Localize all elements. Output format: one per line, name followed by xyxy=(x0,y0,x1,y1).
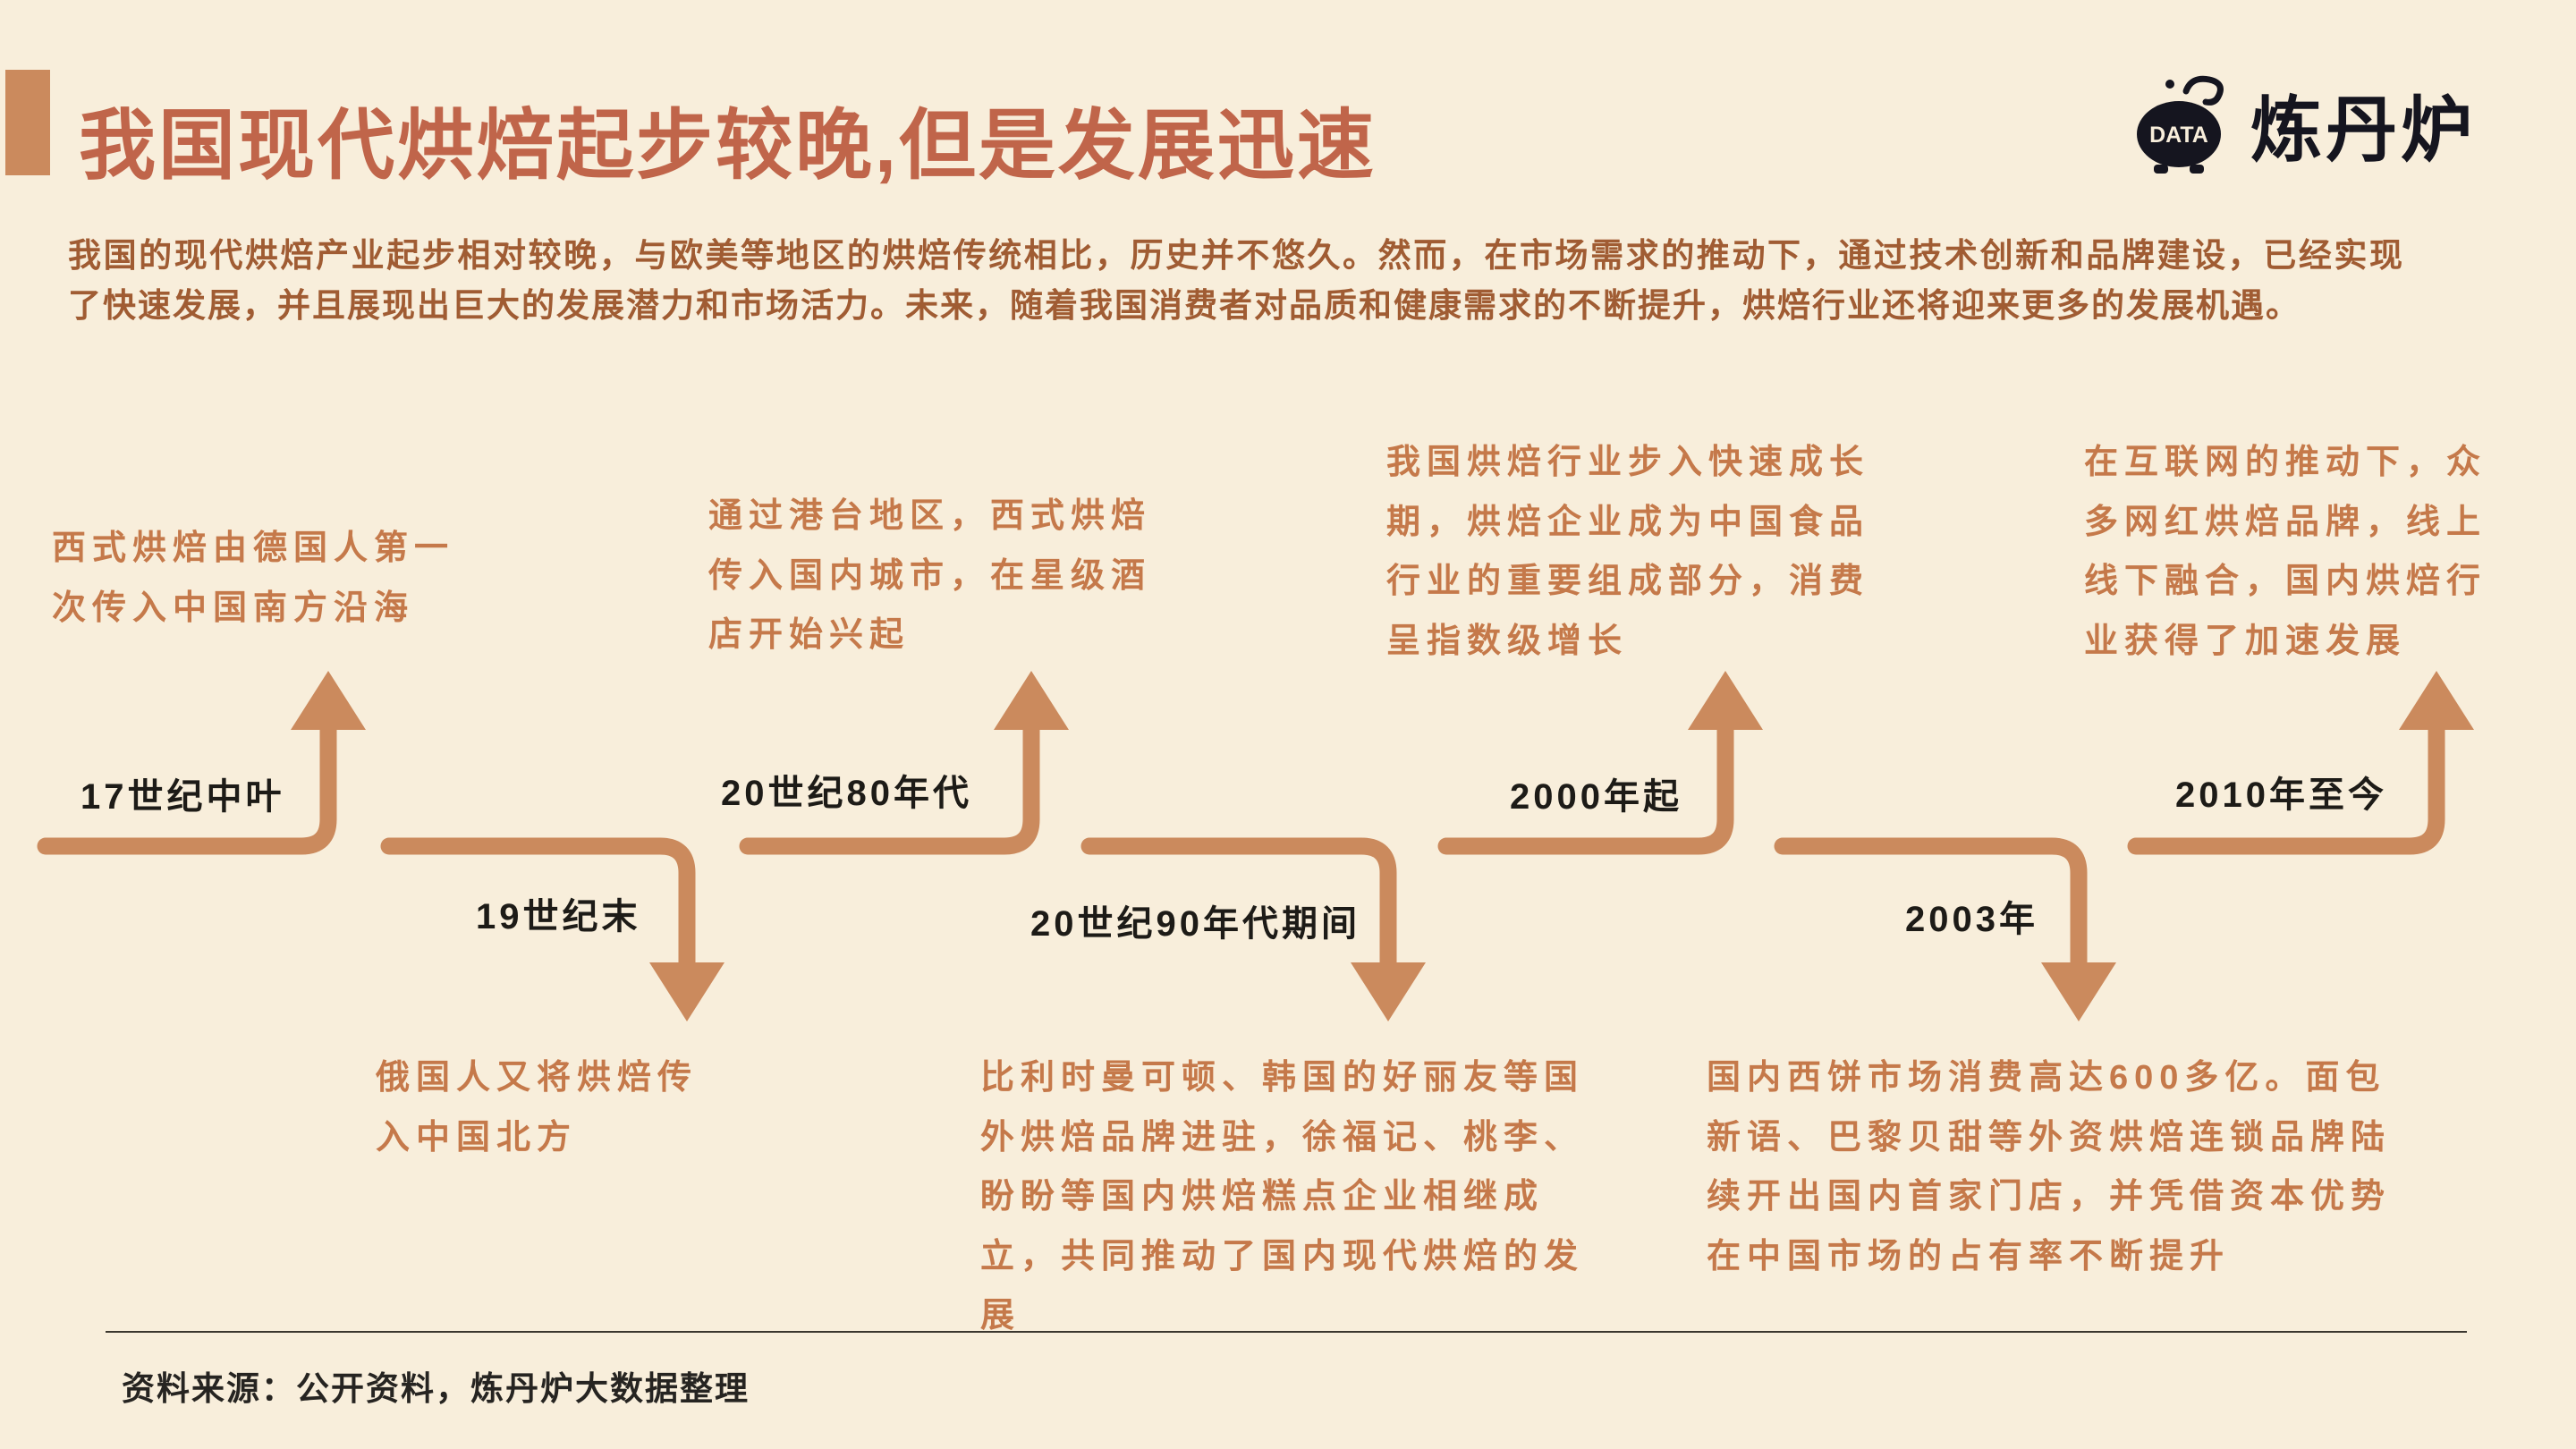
timeline-description-5: 我国烘焙行业步入快速成长期，烘焙企业成为中国食品行业的重要组成部分，消费呈指数级… xyxy=(1386,444,1870,660)
page-title: 我国现代烘焙起步较晚,但是发展迅速 xyxy=(79,103,1377,189)
timeline-segment-1-up-arrow xyxy=(37,671,366,855)
timeline-description-3: 通过港台地区，西式烘焙传入国内城市，在星级酒店开始兴起 xyxy=(708,497,1152,654)
timeline-description-1: 西式烘焙由德国人第一次传入中国南方沿海 xyxy=(52,530,455,627)
footer-divider xyxy=(106,1331,2467,1333)
timeline-description-4: 比利时曼可顿、韩国的好丽友等国外烘焙品牌进驻，徐福记、桃李、盼盼等国内烘焙糕点企… xyxy=(980,1059,1585,1335)
source-note: 资料来源：公开资料，炼丹炉大数据整理 xyxy=(122,1370,750,1407)
timeline-date-1: 17世纪中叶 xyxy=(80,777,285,817)
timeline-description-7: 在互联网的推动下，众多网红烘焙品牌，线上线下融合，国内烘焙行业获得了加速发展 xyxy=(2084,444,2487,660)
logo-data-text: DATA xyxy=(2149,123,2208,148)
intro-paragraph: 我国的现代烘焙产业起步相对较晚，与欧美等地区的烘焙传统相比，历史并不悠久。然而，… xyxy=(68,237,2404,324)
timeline-date-2: 19世纪末 xyxy=(476,897,641,936)
title-accent-bar xyxy=(5,70,50,175)
timeline-description-6: 国内西饼市场消费高达600多亿。面包新语、巴黎贝甜等外资烘焙连锁品牌陆续开出国内… xyxy=(1707,1059,2392,1275)
timeline-date-5: 2000年起 xyxy=(1510,777,1682,817)
timeline-segment-5-up-arrow xyxy=(1437,671,1763,855)
brand-logo: DATA 炼丹炉 xyxy=(2129,72,2476,177)
timeline-description-2: 俄国人又将烘焙传入中国北方 xyxy=(376,1059,699,1157)
timeline-date-7: 2010年至今 xyxy=(2175,775,2387,815)
timeline-segment-3-up-arrow xyxy=(739,671,1069,855)
brand-name: 炼丹炉 xyxy=(2250,90,2476,170)
timeline-date-6: 2003年 xyxy=(1905,900,2038,939)
timeline-date-3: 20世纪80年代 xyxy=(721,774,972,813)
alchemy-furnace-icon: DATA xyxy=(2137,75,2224,174)
timeline-segment-7-up-arrow xyxy=(2127,671,2474,855)
timeline-date-4: 20世纪90年代期间 xyxy=(1030,904,1360,944)
